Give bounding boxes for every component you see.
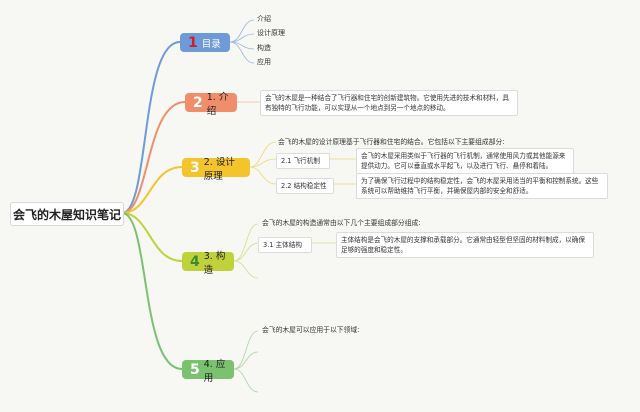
- construction-sub-label[interactable]: 3.1 主体结构: [258, 237, 312, 253]
- construction-sub-text[interactable]: 主体结构是会飞的木屋的支撑和承载部分。它通常由轻型但坚固的材料制成，以确保足够的…: [336, 232, 594, 258]
- branch-label: 目录: [201, 38, 221, 50]
- branch-design[interactable]: 3 2. 设计原理: [182, 157, 250, 182]
- branch-label: 3. 构造: [203, 250, 226, 276]
- branch-construction[interactable]: 4 3. 构造: [182, 251, 234, 276]
- toc-item-intro[interactable]: 介绍: [257, 15, 271, 23]
- construction-intro[interactable]: 会飞的木屋的构造通常由以下几个主要组成部分组成:: [262, 219, 421, 227]
- branch-label: 2. 设计原理: [203, 156, 235, 182]
- application-intro[interactable]: 会飞的木屋可以应用于以下领域:: [262, 326, 360, 334]
- branch-number: 3: [190, 159, 200, 176]
- design-intro[interactable]: 会飞的木屋的设计原理基于飞行器和住宅的结合。它包括以下主要组成部分:: [278, 138, 505, 146]
- design-sub-flight-text[interactable]: 会飞的木屋采用类似于飞行器的飞行机制，通常使用风力或其他能源来提供动力。它可以垂…: [356, 148, 574, 174]
- design-sub-stability-text[interactable]: 为了确保飞行过程中的结构稳定性，会飞的木屋采用适当的平衡和控制系统。这些系统可以…: [356, 173, 608, 199]
- central-topic[interactable]: 会飞的木屋知识笔记: [10, 202, 124, 226]
- design-sub-flight-label[interactable]: 2.1 飞行机制: [276, 153, 330, 169]
- intro-text[interactable]: 会飞的木屋是一种结合了飞行器和住宅的创新建筑物。它使用先进的技术和材料，具有独特…: [260, 90, 518, 116]
- design-sub-stability-label[interactable]: 2.2 结构稳定性: [276, 178, 334, 194]
- branch-label: 1. 介绍: [206, 91, 229, 117]
- toc-item-application[interactable]: 应用: [257, 58, 271, 66]
- toc-item-design[interactable]: 设计原理: [257, 29, 285, 37]
- branch-number: 5: [190, 361, 200, 378]
- branch-intro[interactable]: 2 1. 介绍: [185, 92, 237, 117]
- branch-number: 1: [188, 34, 198, 51]
- branch-number: 4: [190, 253, 200, 270]
- branch-toc[interactable]: 1 目录: [180, 33, 230, 52]
- branch-application[interactable]: 5 4. 应用: [182, 359, 234, 384]
- branch-label: 4. 应用: [203, 358, 226, 384]
- branch-number: 2: [193, 94, 203, 111]
- toc-item-construction[interactable]: 构造: [257, 44, 271, 52]
